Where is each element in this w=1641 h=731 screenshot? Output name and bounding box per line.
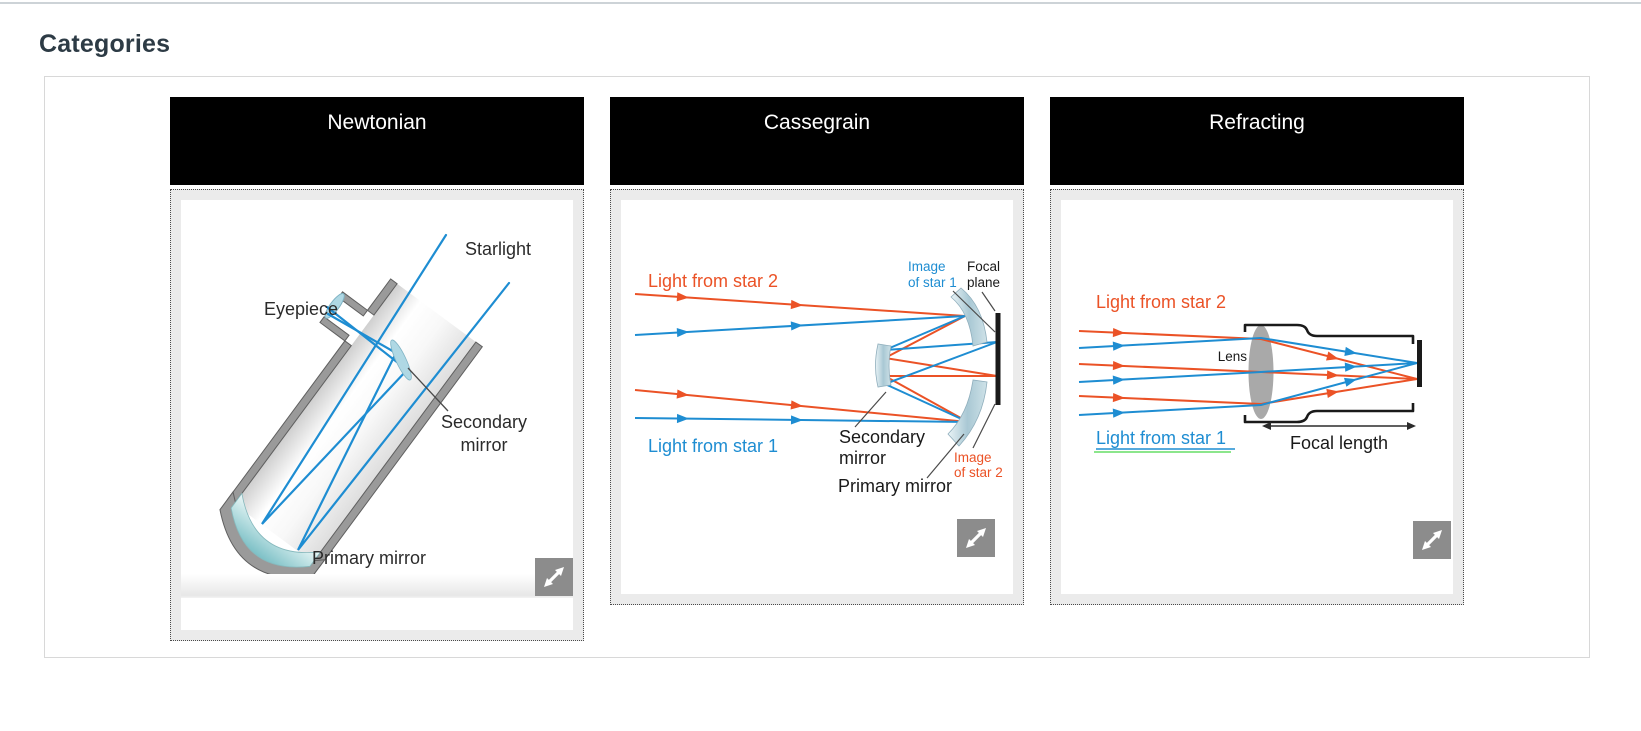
- telescope-tube: [1243, 323, 1415, 424]
- star2-rays: [1078, 330, 1418, 406]
- image-star2-label-line2: of star 2: [954, 465, 1003, 480]
- image-star2-label-line1: Image: [954, 450, 992, 465]
- secondary-mirror-glass: [390, 339, 412, 381]
- card-header-newtonian[interactable]: Newtonian: [170, 97, 584, 185]
- lens-label: Lens: [1218, 349, 1248, 364]
- light-star2-label: Light from star 2: [1096, 292, 1226, 312]
- ray-arrowheads: [1112, 327, 1357, 418]
- leader-lines: [854, 290, 996, 479]
- focal-length-label: Focal length: [1290, 433, 1388, 453]
- category-cards-row: Newtonian: [45, 77, 1589, 641]
- expand-button[interactable]: [535, 558, 573, 596]
- card-body-newtonian[interactable]: Starlight Eyepiece Secondary mirror Prim…: [170, 189, 584, 641]
- focal-plane-label-line2: plane: [967, 275, 1000, 290]
- focal-plane-bar: [1417, 340, 1422, 387]
- card-header-cassegrain[interactable]: Cassegrain: [610, 97, 1024, 185]
- card-header-refracting[interactable]: Refracting: [1050, 97, 1464, 185]
- secondary-mirror-label-line1: Secondary: [441, 412, 527, 432]
- secondary-mirror-label-line2: mirror: [839, 448, 886, 468]
- primary-mirror-label: Primary mirror: [838, 476, 952, 496]
- expand-icon: [1422, 530, 1442, 550]
- cassegrain-labels: Light from star 2 Light from star 1 Imag…: [648, 259, 1003, 496]
- page-top-divider: [0, 2, 1641, 4]
- card-body-cassegrain[interactable]: Light from star 2 Light from star 1 Imag…: [610, 189, 1024, 605]
- refracting-diagram: Light from star 2 Light from star 1 Lens…: [1078, 292, 1422, 453]
- focal-plane-label-line1: Focal: [967, 259, 1000, 274]
- light-star1-label: Light from star 1: [1096, 428, 1226, 448]
- categories-panel: Newtonian: [44, 76, 1590, 658]
- newtonian-diagram: Starlight Eyepiece Secondary mirror Prim…: [181, 233, 573, 598]
- starlight-label: Starlight: [465, 239, 531, 259]
- eyepiece-label: Eyepiece: [264, 299, 338, 319]
- card-body-refracting[interactable]: Light from star 2 Light from star 1 Lens…: [1050, 189, 1464, 605]
- category-card-cassegrain[interactable]: Cassegrain: [610, 97, 1024, 605]
- card-title: Newtonian: [327, 111, 427, 134]
- ray-arrowheads: [676, 292, 803, 425]
- expand-icon: [966, 528, 986, 548]
- star1-rays: [634, 315, 998, 423]
- newtonian-labels: Starlight Eyepiece Secondary mirror Prim…: [264, 239, 531, 568]
- expand-button[interactable]: [957, 519, 995, 557]
- star2-rays: [634, 293, 998, 423]
- primary-mirror-top: [950, 287, 988, 347]
- star1-rays: [1078, 336, 1418, 416]
- category-card-refracting[interactable]: Refracting: [1050, 97, 1464, 605]
- expand-icon: [544, 567, 564, 587]
- card-title: Cassegrain: [763, 111, 871, 134]
- refracting-figure: Light from star 2 Light from star 1 Lens…: [1061, 200, 1453, 594]
- telescope-tube: [219, 278, 484, 579]
- primary-mirror-bottom: [947, 379, 988, 447]
- primary-mirror-label: Primary mirror: [312, 548, 426, 568]
- eyepiece-lens: [324, 293, 345, 319]
- category-card-newtonian[interactable]: Newtonian: [170, 97, 584, 641]
- refracting-labels: Light from star 2 Light from star 1 Lens…: [1096, 292, 1388, 453]
- focal-plane-bar: [995, 313, 1001, 405]
- light-star2-label: Light from star 2: [648, 271, 778, 291]
- page-title: Categories: [39, 30, 171, 58]
- focal-length-arrow: [1262, 422, 1416, 430]
- starlight-rays: [261, 233, 511, 551]
- primary-mirror-glass: [230, 492, 322, 568]
- cassegrain-diagram: Light from star 2 Light from star 1 Imag…: [634, 259, 1003, 496]
- light-star1-label: Light from star 1: [648, 436, 778, 456]
- image-star1-label-line1: Image: [908, 259, 946, 274]
- expand-button[interactable]: [1413, 521, 1451, 559]
- secondary-leader-line: [407, 367, 449, 412]
- newtonian-figure: Starlight Eyepiece Secondary mirror Prim…: [181, 200, 573, 630]
- card-title: Refracting: [1209, 111, 1305, 134]
- cassegrain-figure: Light from star 2 Light from star 1 Imag…: [621, 200, 1013, 594]
- secondary-mirror-glass: [875, 343, 892, 388]
- secondary-mirror-label-line2: mirror: [461, 435, 508, 455]
- secondary-mirror-label-line1: Secondary: [839, 427, 925, 447]
- image-bottom-fade: [181, 574, 573, 598]
- image-star1-label-line2: of star 1: [908, 275, 957, 290]
